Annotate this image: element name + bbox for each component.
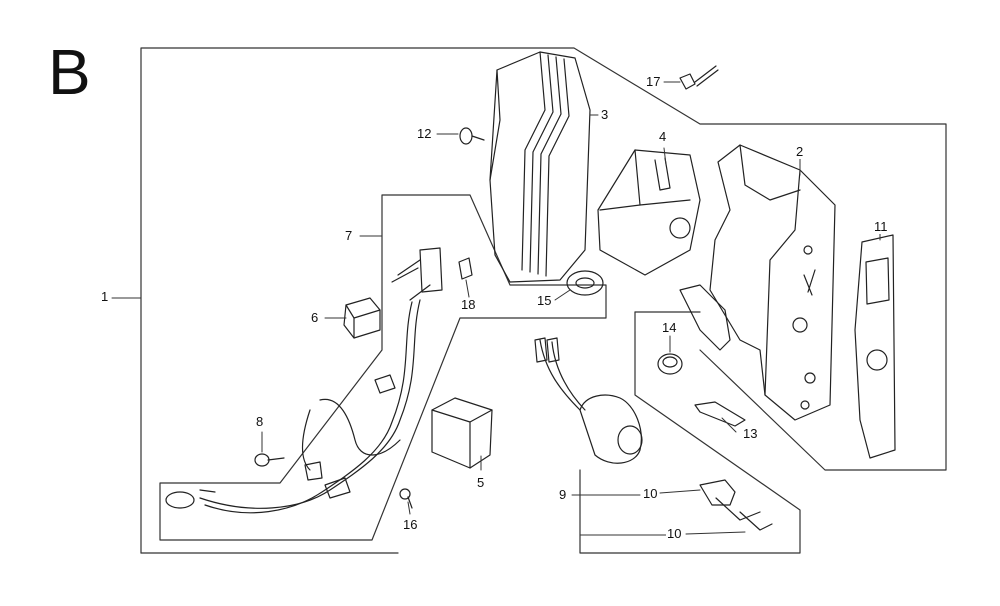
keys (699, 479, 773, 531)
callout-3: 3 (600, 107, 610, 122)
label-plate (854, 234, 896, 459)
callout-2: 2 (795, 144, 805, 159)
callout-7: 7 (344, 228, 354, 243)
callout-4: 4 (658, 129, 668, 144)
callout-8: 8 (255, 414, 265, 429)
callout-6: 6 (310, 310, 320, 325)
callout-11: 11 (873, 219, 889, 234)
callout-18: 18 (460, 297, 477, 312)
small-screw (399, 488, 413, 509)
ignition-switch (534, 337, 643, 464)
relay (431, 397, 493, 469)
mounting-bracket (597, 149, 701, 276)
clip (694, 401, 746, 427)
flange-bolt (679, 65, 719, 90)
callout-16: 16 (402, 517, 419, 532)
fuse-holder (343, 297, 381, 339)
callout-10-upper: 10 (642, 486, 659, 501)
knob (657, 353, 683, 375)
screw (254, 453, 285, 467)
callout-5: 5 (476, 475, 486, 490)
section-letter: B (48, 36, 91, 108)
grommet (566, 270, 604, 296)
callout-15: 15 (536, 293, 553, 308)
callout-1: 1 (100, 289, 110, 304)
rear-cover (489, 51, 591, 283)
bolt (459, 127, 485, 145)
leader-lines (111, 81, 881, 536)
control-box (679, 144, 836, 421)
callout-17: 17 (645, 74, 662, 89)
fuse (458, 257, 473, 280)
callout-9: 9 (558, 487, 568, 502)
wiring-harness (165, 247, 443, 514)
callout-10-lower: 10 (666, 526, 683, 541)
callout-14: 14 (661, 320, 678, 335)
callout-12: 12 (416, 126, 433, 141)
callout-13: 13 (742, 426, 759, 441)
